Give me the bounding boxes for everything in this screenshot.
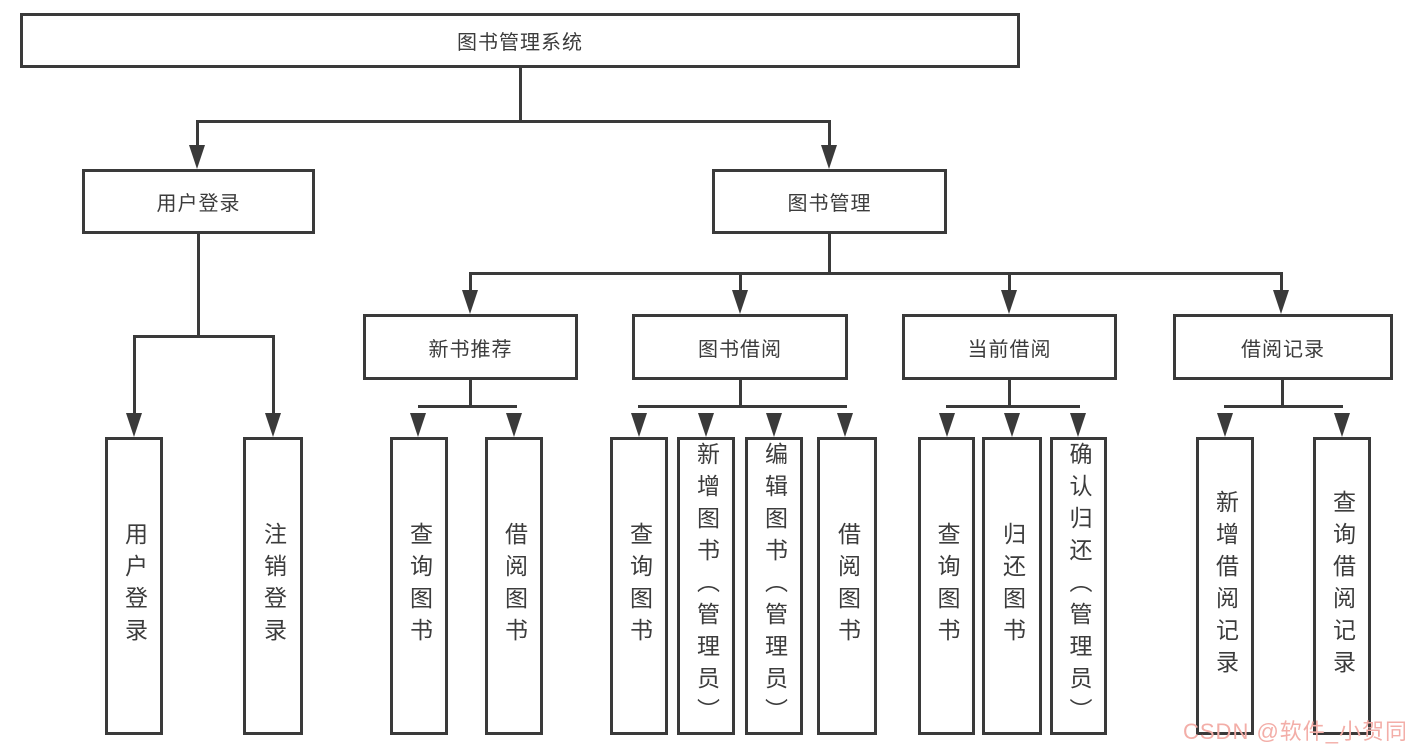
leaf-borrow-books-borrowing: 借阅图书 [817, 437, 877, 735]
node-current-borrowing: 当前借阅 [902, 314, 1117, 380]
connector-line [739, 380, 742, 408]
connector-line [196, 120, 831, 123]
leaf-query-books-current: 查询图书 [918, 437, 975, 735]
node-label: 编辑图书（管理员） [761, 442, 788, 730]
arrowhead-icon [126, 413, 142, 437]
node-book-management: 图书管理 [712, 169, 947, 234]
leaf-add-borrow-record: 新增借阅记录 [1196, 437, 1254, 735]
arrowhead-icon [1004, 413, 1020, 437]
connector-line [133, 335, 275, 338]
node-label: 新书推荐 [428, 338, 513, 361]
connector-line [638, 405, 847, 408]
leaf-user-login: 用户登录 [105, 437, 163, 735]
arrowhead-icon [1273, 290, 1289, 314]
connector-line [272, 335, 275, 414]
arrowhead-icon [837, 413, 853, 437]
node-label: 用户登录 [156, 193, 241, 215]
arrowhead-icon [939, 413, 955, 437]
node-label: 图书管理 [787, 193, 872, 215]
connector-line [1280, 272, 1283, 292]
node-label: 新增借阅记录 [1212, 490, 1239, 682]
connector-line [1008, 380, 1011, 408]
leaf-confirm-return-admin: 确认归还（管理员） [1050, 437, 1107, 735]
node-label: 借阅记录 [1241, 338, 1325, 361]
leaf-logout: 注销登录 [243, 437, 303, 735]
leaf-query-books-borrowing: 查询图书 [610, 437, 668, 735]
arrowhead-icon [189, 145, 205, 169]
node-label: 图书借阅 [698, 338, 782, 361]
connector-line [469, 272, 1283, 275]
leaf-query-borrow-record: 查询借阅记录 [1313, 437, 1371, 735]
connector-line [196, 120, 199, 146]
arrowhead-icon [631, 413, 647, 437]
node-label: 归还图书 [999, 522, 1026, 650]
node-library-management-system: 图书管理系统 [20, 13, 1020, 68]
arrowhead-icon [462, 290, 478, 314]
leaf-edit-book-admin: 编辑图书（管理员） [745, 437, 803, 735]
node-user-login: 用户登录 [82, 169, 315, 234]
connector-line [469, 380, 472, 408]
node-label: 查询图书 [406, 522, 433, 650]
arrowhead-icon [506, 413, 522, 437]
node-book-borrowing: 图书借阅 [632, 314, 848, 380]
node-label: 查询借阅记录 [1329, 490, 1356, 682]
arrowhead-icon [766, 413, 782, 437]
connector-line [519, 68, 522, 120]
arrowhead-icon [1334, 413, 1350, 437]
connector-line [946, 405, 1080, 408]
arrowhead-icon [732, 290, 748, 314]
leaf-return-books: 归还图书 [982, 437, 1042, 735]
node-label: 确认归还（管理员） [1066, 442, 1092, 730]
arrowhead-icon [1070, 413, 1086, 437]
arrowhead-icon [698, 413, 714, 437]
leaf-add-book-admin: 新增图书（管理员） [677, 437, 735, 735]
connector-line [828, 120, 831, 146]
node-new-book-recommendation: 新书推荐 [363, 314, 578, 380]
node-label: 查询图书 [934, 522, 960, 650]
node-label: 查询图书 [626, 522, 653, 650]
arrowhead-icon [265, 413, 281, 437]
arrowhead-icon [410, 413, 426, 437]
connector-line [739, 272, 742, 292]
node-label: 借阅图书 [834, 522, 861, 650]
arrowhead-icon [1001, 290, 1017, 314]
connector-line [1008, 272, 1011, 292]
node-label: 借阅图书 [501, 522, 528, 650]
connector-line [133, 335, 136, 414]
watermark: CSDN @软件_小贺同学 [1183, 719, 1405, 744]
node-borrowing-records: 借阅记录 [1173, 314, 1393, 380]
connector-line [828, 234, 831, 272]
connector-line [197, 234, 200, 335]
arrowhead-icon [821, 145, 837, 169]
connector-line [1281, 380, 1284, 408]
node-label: 用户登录 [121, 522, 148, 650]
node-label: 图书管理系统 [457, 32, 583, 54]
arrowhead-icon [1217, 413, 1233, 437]
connector-line [418, 405, 517, 408]
node-label: 当前借阅 [967, 338, 1052, 361]
node-label: 新增图书（管理员） [693, 442, 720, 730]
node-label: 注销登录 [260, 522, 287, 650]
connector-line [469, 272, 472, 292]
connector-line [1224, 405, 1343, 408]
leaf-query-books-recommend: 查询图书 [390, 437, 448, 735]
leaf-borrow-books-recommend: 借阅图书 [485, 437, 543, 735]
